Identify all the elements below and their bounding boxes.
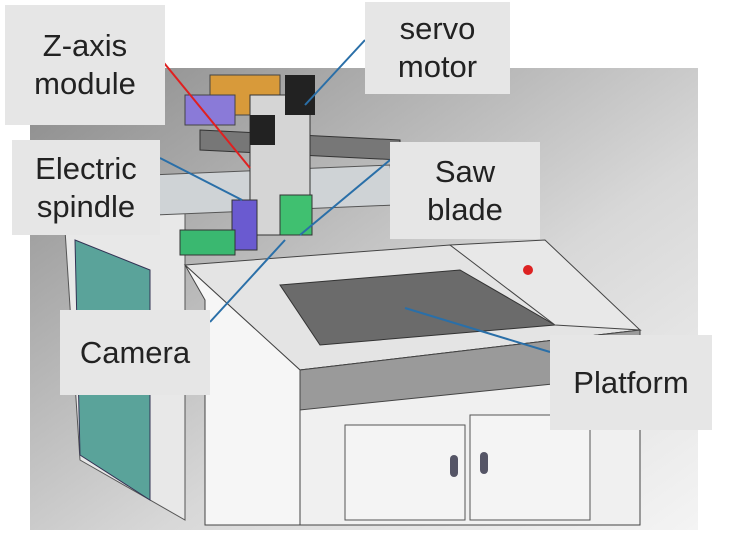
label-line: Platform [573,364,689,400]
label-line: Saw [434,153,496,189]
table-side [184,264,301,526]
door-handle [480,452,488,474]
spindle-leader-line [159,157,243,201]
cabinet-door-right [469,414,591,521]
z-axis-leader-line [159,57,251,169]
platform-label: Platform [550,335,712,430]
servo-motor-block-2 [250,115,275,145]
control-panel [448,239,642,331]
z-axis-module-label: Z-axis module [5,5,165,125]
saw-blade-label: Saw blade [390,142,540,239]
camera-leader-line [209,239,286,323]
saw-leader-line [299,159,391,236]
label-line: servo [399,11,476,46]
label-line: blade [427,191,503,227]
label-line: Z-axis [42,28,128,63]
servo-motor-block [285,75,315,115]
door-handle [450,455,458,477]
servo-leader-line [304,39,366,106]
electric-spindle-label: Electric spindle [12,140,160,235]
platform-leader-line [404,307,551,353]
spindle-body [231,199,258,251]
label-line: module [34,66,136,101]
emergency-stop-button [523,265,533,275]
label-line: Camera [79,334,191,370]
label-line: Electric [35,150,137,186]
label-line: motor [397,49,478,84]
label-line: spindle [36,188,136,224]
camera-label: Camera [60,310,210,395]
green-pad [179,229,236,256]
servo-motor-label: servo motor [365,2,510,94]
cabinet-door-left [344,424,466,521]
